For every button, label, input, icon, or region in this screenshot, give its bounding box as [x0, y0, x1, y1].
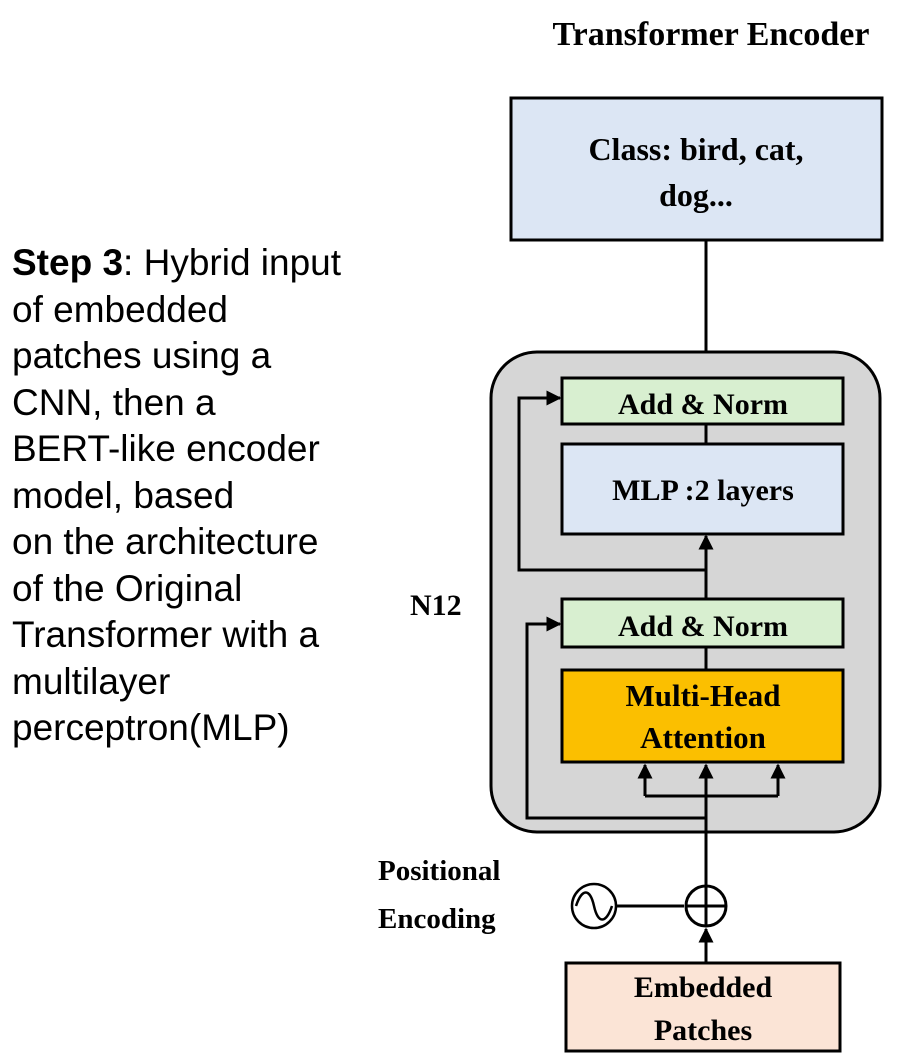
step-description-line: Transformer with a [12, 614, 320, 655]
add-norm-top-label: Add & Norm [618, 388, 788, 421]
class-output-box [509, 96, 884, 242]
add-norm-bottom-label: Add & Norm [618, 610, 788, 643]
residual-connection-top [517, 390, 706, 572]
mlp-label: MLP :2 layers [612, 474, 794, 507]
step-label: Step 3 [12, 242, 124, 283]
class-output-label-line1: Class: bird, cat, [588, 131, 803, 167]
embedded-patches-label-line1: Embedded [634, 971, 773, 1004]
step-description-line: model, based [12, 474, 235, 516]
embedded-patches-label-line2: Patches [654, 1014, 752, 1047]
class-output-label-line2: dog... [659, 177, 733, 213]
attention-label-line1: Multi-Head [626, 678, 781, 713]
step-description-line: on the architecture [12, 521, 319, 562]
step-description-line: multilayer [12, 660, 171, 702]
step-description-line: of the Original [12, 567, 243, 609]
multi-head-attention-box [560, 668, 845, 764]
step-description: Step 3: Hybrid input of embedded patches… [12, 240, 412, 752]
sine-wave-curve [574, 891, 614, 921]
step-description-line: BERT-like encoder [12, 428, 320, 469]
embedded-patches-box [564, 961, 842, 1053]
step-description-line-1: Step 3: Hybrid input [12, 240, 412, 287]
step-description-line: of embedded [12, 288, 229, 330]
attention-label-line2: Attention [640, 720, 766, 755]
add-norm-top-box [560, 376, 845, 426]
step-description-line: CNN, then a [12, 381, 216, 423]
add-norm-bottom-box [560, 597, 845, 649]
residual-connection-bottom [525, 616, 706, 820]
step-description-line: patches using a [12, 335, 272, 376]
mlp-box [560, 442, 845, 536]
positional-encoding-label-line2: Encoding [378, 903, 496, 935]
diagram-title: Transformer Encoder [553, 16, 870, 53]
step-label-rest: : Hybrid input [123, 242, 342, 283]
repeat-count-label: N12 [410, 589, 462, 622]
positional-encoding-label-line1: Positional [378, 855, 500, 887]
step-description-line: perceptron(MLP) [12, 707, 290, 748]
